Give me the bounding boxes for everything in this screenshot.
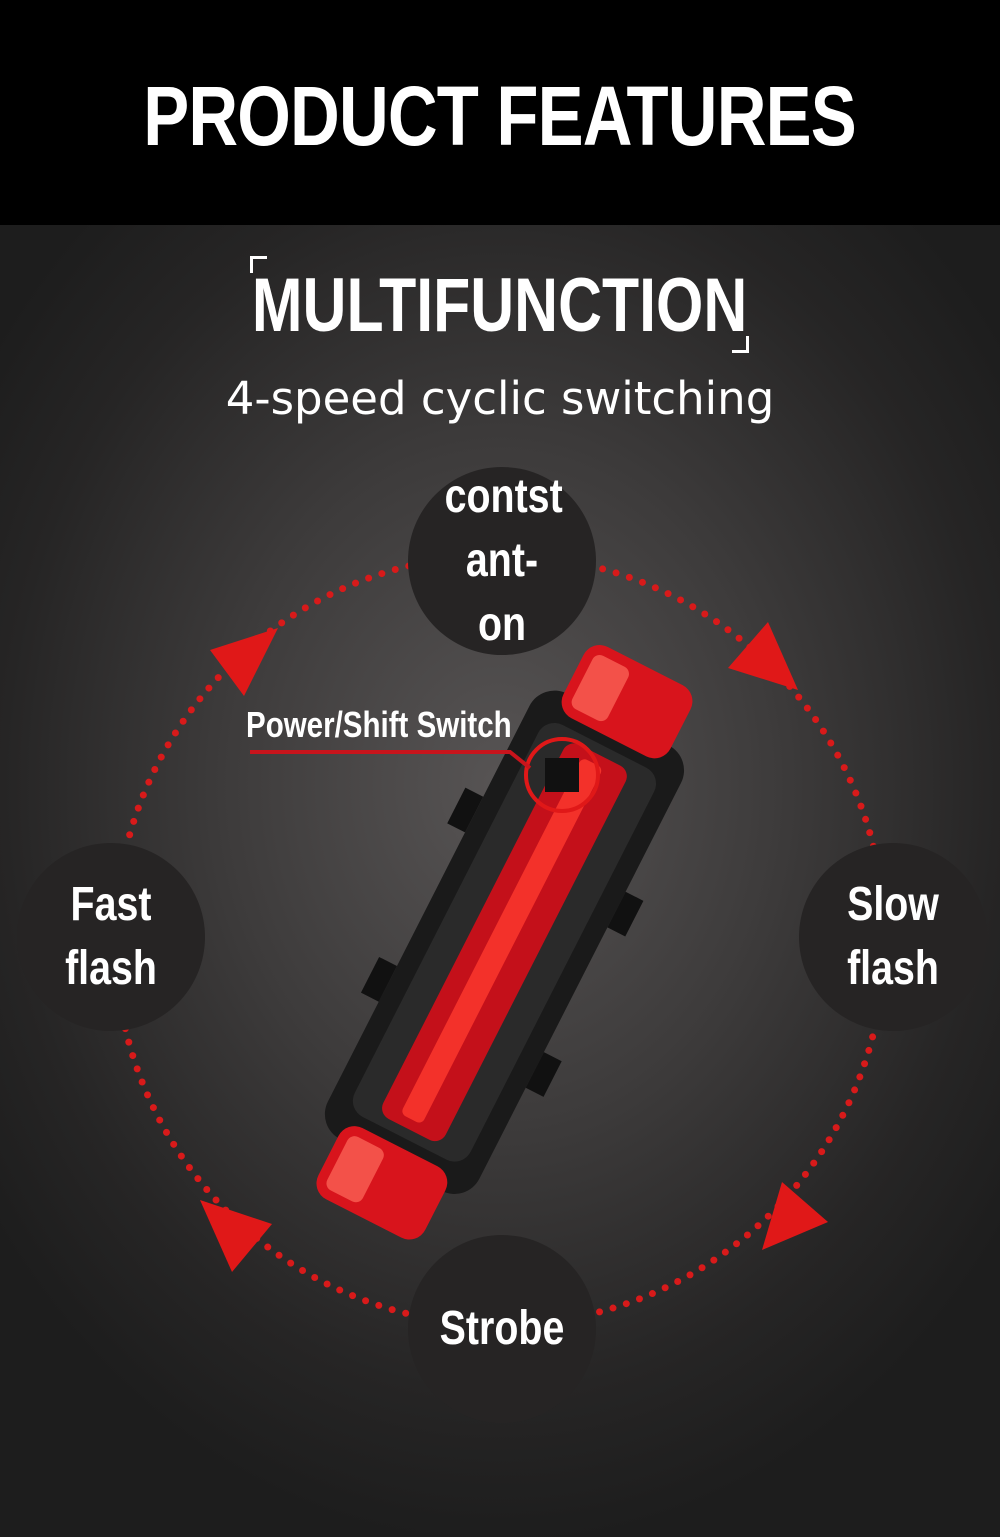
header-band [0, 0, 1000, 225]
switch-pointer-line [250, 750, 532, 770]
switch-label: Power/Shift Switch [246, 704, 512, 745]
mode-strobe: Strobe [408, 1235, 596, 1423]
arrow-top-right-icon [728, 622, 798, 690]
feature-title: MULTIFUNCTION [252, 263, 748, 348]
bike-light-image [316, 645, 693, 1240]
feature-tagline: 4-speed cyclic switching [225, 372, 775, 425]
arrow-top-left-icon [210, 628, 278, 696]
switch-button-icon [545, 758, 579, 792]
arrow-bottom-right-icon [762, 1182, 828, 1250]
switch-highlight-ring [524, 737, 600, 813]
bracket-right-decoration [732, 336, 749, 353]
mode-constant-on: contst ant-on [408, 467, 596, 655]
page-title: PRODUCT FEATURES [143, 69, 858, 163]
arrow-bottom-left-icon [200, 1200, 272, 1272]
mode-fast-flash: Fast flash [17, 843, 205, 1031]
mode-slow-flash: Slow flash [799, 843, 987, 1031]
bracket-left-decoration [250, 256, 267, 273]
